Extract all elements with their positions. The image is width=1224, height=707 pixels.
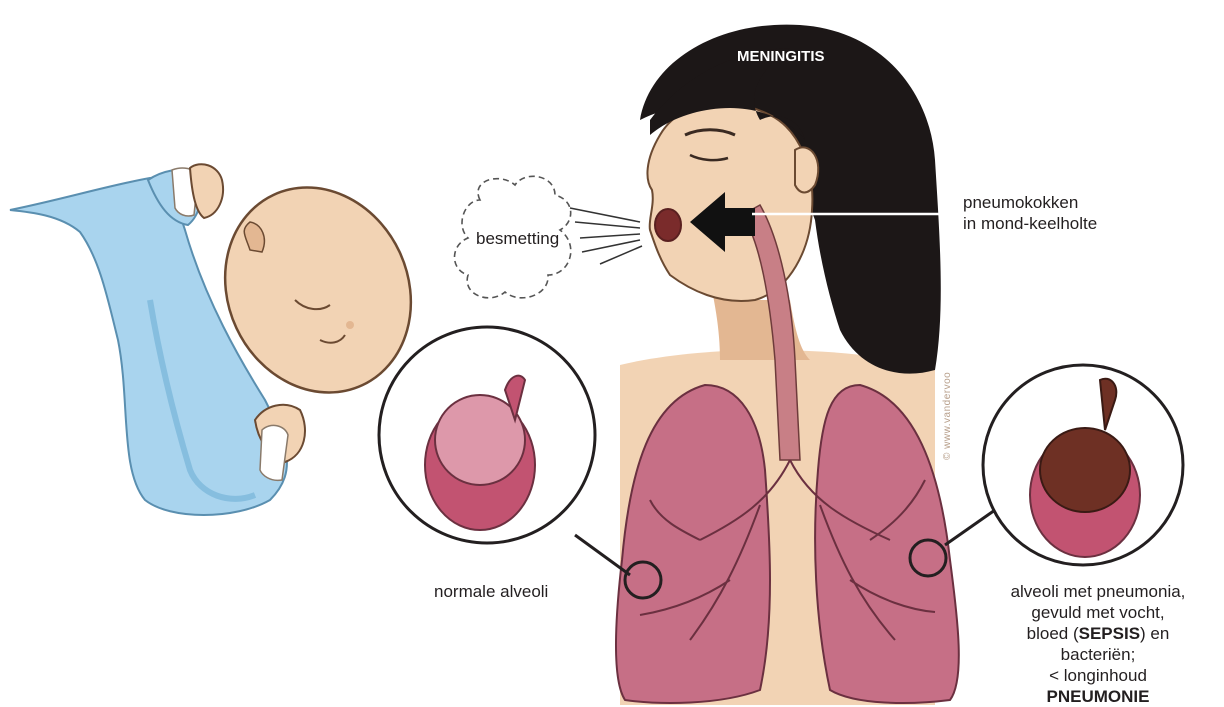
pneumonia-line-3: bloed (SEPSIS) en bacteriën; xyxy=(992,623,1204,665)
pneumokokken-line-2: in mond-keelholte xyxy=(963,213,1097,234)
normale-alveoli-label: normale alveoli xyxy=(434,581,548,602)
baby-illustration xyxy=(10,157,444,515)
normal-alveoli-magnifier xyxy=(379,327,661,598)
pneumonia-line-2: gevuld met vocht, xyxy=(992,602,1204,623)
pneumonia-line-4: < longinhoud xyxy=(992,665,1204,686)
pneumokokken-label: pneumokokken in mond-keelholte xyxy=(963,192,1097,234)
besmetting-label: besmetting xyxy=(476,228,559,249)
pneumonia-line-3-pre: bloed ( xyxy=(1027,624,1079,643)
pneumokokken-line-1: pneumokokken xyxy=(963,192,1097,213)
sepsis-text: SEPSIS xyxy=(1079,624,1140,643)
pneumonia-description: alveoli met pneumonia, gevuld met vocht,… xyxy=(992,581,1204,707)
cough-lines xyxy=(570,208,642,264)
pneumonia-line-1: alveoli met pneumonia, xyxy=(992,581,1204,602)
meningitis-label: MENINGITIS xyxy=(737,46,825,67)
pneumonie-title: PNEUMONIE xyxy=(992,686,1204,707)
watermark: © www.vandervoo xyxy=(942,372,953,460)
